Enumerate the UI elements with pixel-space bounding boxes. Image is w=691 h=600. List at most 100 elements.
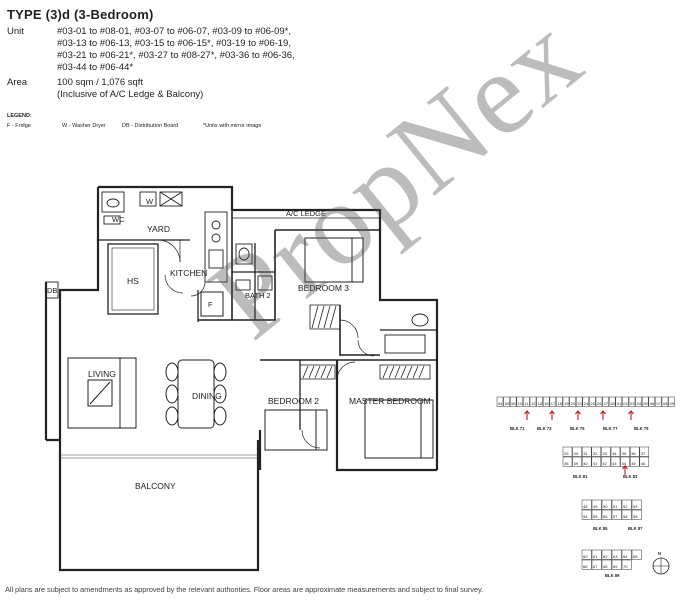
key-plan-unit-number: 44 (622, 461, 627, 466)
key-plan-unit-number: 23 (577, 401, 582, 406)
room-label-hs: HS (127, 276, 139, 286)
key-plan-unit (582, 396, 590, 407)
key-plan-unit (631, 509, 642, 520)
key-plan-unit (661, 396, 669, 407)
key-plan-unit (591, 456, 602, 467)
key-plan-unit (622, 396, 629, 407)
key-plan-unit (591, 509, 602, 520)
room-label-yard: YARD (147, 224, 170, 234)
key-plan-unit-number: 52 (623, 504, 628, 509)
unit-line: #03-13 to #06-13, #03-15 to #06-15*, #03… (57, 38, 291, 49)
key-plan-unit-number: 57 (613, 514, 618, 519)
key-plan-unit-number: 43 (612, 461, 617, 466)
key-plan-unit-number: 29 (564, 451, 569, 456)
key-plan-unit-number: 62 (603, 554, 608, 559)
key-plan-unit-number: 15 (538, 401, 543, 406)
key-plan-unit (615, 396, 623, 407)
key-plan-unit-number: 34 (612, 451, 617, 456)
key-plan-unit (591, 559, 602, 570)
key-plan-unit-number: 53 (633, 504, 638, 509)
room-label-balcony: BALCONY (135, 481, 176, 491)
key-plan-unit (569, 396, 576, 407)
unit-label: Unit (7, 26, 24, 37)
kitchen-counter (204, 211, 228, 283)
key-plan-unit-number: 65 (633, 554, 638, 559)
area-label: Area (7, 77, 28, 88)
key-plan-unit (602, 396, 609, 407)
key-plan-unit (581, 499, 592, 510)
wardrobes (299, 304, 431, 380)
key-plan-unit-number: 38 (564, 461, 569, 466)
unit-marker-arrow (600, 410, 606, 420)
household-shelter-inner (111, 247, 155, 311)
legend-item: DB - Distribution Board (122, 123, 179, 129)
bath2-fixtures (235, 243, 273, 291)
key-plan-unit-number: 68 (603, 564, 608, 569)
key-plan-unit-number: 28 (610, 401, 615, 406)
key-plan-unit (601, 499, 612, 510)
key-plan-unit (562, 456, 573, 467)
key-plan-unit-number: 11 (524, 401, 529, 406)
key-plan-unit-number: 70 (623, 564, 628, 569)
legend-item: F - Fridge (7, 123, 31, 129)
master-bed (364, 399, 434, 459)
key-plan-unit-number: 50 (603, 504, 608, 509)
key-plan-unit (629, 446, 640, 457)
key-plan-unit-number: 48 (583, 504, 588, 509)
key-plan-unit (601, 456, 611, 467)
key-plan-unit (496, 396, 504, 407)
key-plan-unit (601, 549, 612, 560)
key-plan-unit-number: 04 (637, 401, 642, 406)
room-label-master-bedroom: MASTER BEDROOM (349, 396, 431, 406)
wc-fixtures (101, 191, 183, 225)
legend-title: LEGEND: (7, 113, 32, 119)
block-label: BLK 81 (573, 474, 588, 479)
key-plan-unit-number: 42 (602, 461, 607, 466)
room-label-kitchen: KITCHEN (170, 268, 207, 278)
key-plan-unit-number: 02 (623, 401, 628, 406)
living-sofa (67, 357, 137, 429)
bedroom2-bed (264, 409, 328, 451)
block-label: BLK 77 (603, 426, 618, 431)
key-plan-unit (608, 396, 616, 407)
room-label-bath2: BATH 2 (245, 291, 271, 300)
key-plan-unit (591, 549, 602, 560)
key-plan-unit-number: 55 (593, 514, 598, 519)
key-plan-unit-number: 45 (631, 461, 636, 466)
key-plan-unit (529, 396, 537, 407)
key-plan-unit (562, 396, 570, 407)
block-label: BLK 85 (593, 526, 608, 531)
key-plan-unit (610, 456, 621, 467)
key-plan-unit-number: 09 (670, 401, 675, 406)
key-plan-unit-number: 18 (557, 401, 562, 406)
key-plan-unit (620, 446, 630, 457)
fridge (200, 291, 224, 317)
key-plan-unit-number: 33 (602, 451, 607, 456)
unit-marker-arrow (524, 410, 530, 420)
key-plan-unit-number: 41 (593, 461, 598, 466)
key-plan-unit-number: 58 (623, 514, 628, 519)
block-label: BLK 73 (537, 426, 552, 431)
room-label-db: DB (47, 286, 57, 295)
area-note: (Inclusive of A/C Ledge & Balcony) (57, 89, 204, 100)
unit-marker-arrow (575, 410, 581, 420)
room-label-living: LIVING (88, 369, 116, 379)
room-label-wc: WC (112, 215, 125, 224)
household-shelter (107, 243, 159, 315)
key-plan-unit (589, 396, 596, 407)
key-plan-unit-number: 60 (583, 554, 588, 559)
unit-marker-arrow (549, 410, 555, 420)
key-plan-unit (601, 559, 612, 570)
key-plan-unit (509, 396, 517, 407)
key-plan-unit (635, 396, 642, 407)
key-plan-unit (556, 396, 563, 407)
unit-line: #03-21 to #06-21*, #03-27 to #08-27*, #0… (57, 50, 295, 61)
key-plan-unit-number: 66 (583, 564, 588, 569)
key-plan-unit (516, 396, 524, 407)
key-plan-unit (639, 446, 650, 457)
block-label: BLK 83 (623, 474, 638, 479)
key-plan-unit (581, 559, 592, 570)
